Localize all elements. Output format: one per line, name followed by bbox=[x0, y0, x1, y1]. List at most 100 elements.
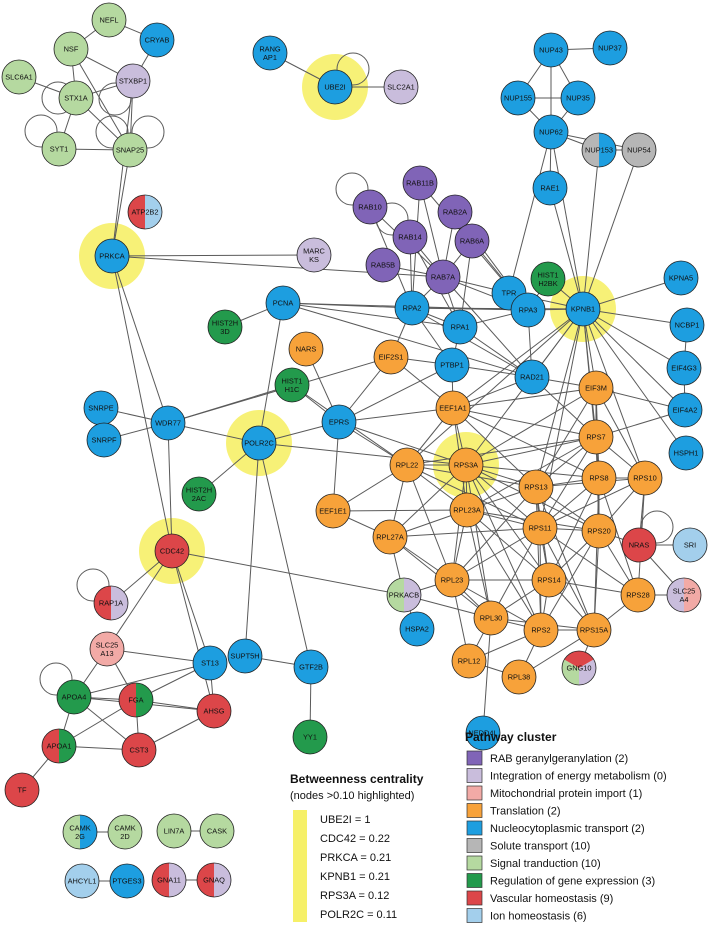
node-label: RPS10 bbox=[633, 474, 656, 483]
legend-label: Solute transport (10) bbox=[490, 841, 590, 853]
node-outline bbox=[581, 132, 617, 168]
edge-polr2c-gtf2b bbox=[258, 442, 312, 668]
edge-eef1a1-rps13 bbox=[452, 407, 537, 488]
edge-kpnb1-eif4a2 bbox=[582, 308, 686, 411]
node-nup43: NUP43 bbox=[533, 32, 569, 68]
node-label: RAB6A bbox=[460, 237, 484, 246]
node-circle bbox=[41, 131, 77, 167]
edge-rab7a-rad21 bbox=[442, 276, 533, 378]
edge-wdr77-cdc42 bbox=[167, 422, 173, 552]
node-circle bbox=[578, 419, 614, 455]
legend-item-vascular: Vascular homeostasis (9) bbox=[466, 890, 613, 906]
node-circle bbox=[293, 649, 329, 685]
node-label: SNRPF bbox=[91, 436, 117, 445]
legend-swatch bbox=[466, 908, 483, 923]
node-label: EEF1A1 bbox=[439, 404, 467, 413]
node-label: NRAS bbox=[629, 541, 650, 550]
legend-item-mito: Mitochondrial protein import (1) bbox=[466, 785, 642, 801]
node-rpl23a: RPL23A bbox=[449, 492, 485, 528]
node-label: NSF bbox=[64, 45, 79, 54]
node-circle bbox=[292, 719, 328, 755]
node-rpa3: RPA3 bbox=[510, 292, 546, 328]
node-lin7a: LIN7A bbox=[156, 813, 192, 849]
edge-eif3m-rps13 bbox=[535, 387, 597, 488]
node-rab14: RAB14 bbox=[392, 219, 428, 255]
node-stxbp1: STXBP1 bbox=[115, 63, 151, 99]
edge-polr2c-supt5h bbox=[244, 442, 260, 657]
edge-rps8-rps28 bbox=[598, 477, 639, 596]
node-circle bbox=[621, 527, 657, 563]
edge-nup54-kpnb1 bbox=[582, 149, 640, 310]
edge-nup62-tpr bbox=[508, 131, 552, 294]
node-circle bbox=[1, 59, 37, 95]
node-circle bbox=[265, 285, 301, 321]
node-segment bbox=[404, 578, 421, 612]
node-hsph1: HSPH1 bbox=[668, 435, 704, 471]
edge-eef1a1-rps7 bbox=[452, 407, 597, 438]
node-circle bbox=[192, 645, 228, 681]
legend-label: Nucleocytoplasmic transport (2) bbox=[490, 823, 645, 835]
node-outline bbox=[41, 728, 77, 764]
node-eif4a2: EIF4A2 bbox=[667, 392, 703, 428]
betweenness-item: POLR2C = 0.11 bbox=[320, 909, 397, 921]
legend-item-signal: Signal tranduction (10) bbox=[466, 855, 601, 871]
node-eef1a1: EEF1A1 bbox=[435, 390, 471, 426]
edge-kpnb1-ncbp1 bbox=[582, 308, 688, 326]
node-label: SYT1 bbox=[50, 145, 68, 154]
node-ahsg: AHSG bbox=[196, 693, 232, 729]
self-loop-apoa4 bbox=[39, 662, 73, 696]
node-label: RAB5B bbox=[371, 261, 395, 270]
node-label: GNG10 bbox=[566, 664, 591, 673]
node-rab10: RAB10 bbox=[352, 189, 388, 225]
node-label: RPL38 bbox=[508, 673, 531, 682]
node-label: RPA2 bbox=[403, 304, 422, 313]
node-nars: NARS bbox=[288, 331, 324, 367]
node-circle bbox=[581, 460, 617, 496]
node-rap1a: RAP1A bbox=[93, 585, 129, 621]
legend-label: RAB geranylgeranylation (2) bbox=[490, 753, 628, 765]
edge-nup153-kpnb1 bbox=[582, 149, 600, 310]
node-circle bbox=[150, 405, 186, 441]
self-loop-rab10 bbox=[335, 172, 369, 206]
node-circle bbox=[434, 347, 470, 383]
node-circle bbox=[154, 533, 190, 569]
edge-rps3a-rps2 bbox=[465, 464, 542, 631]
edge-kpnb1-eef1a1 bbox=[452, 308, 584, 409]
node-circle bbox=[576, 612, 612, 648]
node-circle bbox=[58, 80, 94, 116]
node-segment bbox=[684, 578, 701, 612]
node-rps3a: RPS3A bbox=[448, 447, 484, 483]
edge-eif3m-rps3a bbox=[465, 387, 597, 466]
node-rab11b: RAB11B bbox=[402, 165, 438, 201]
edge-rpa2-rad21 bbox=[411, 307, 533, 378]
node-label: LIN7A bbox=[164, 827, 185, 836]
node-circle bbox=[121, 732, 157, 768]
node-outline bbox=[151, 862, 187, 898]
betweenness-item: CDC42 = 0.22 bbox=[320, 833, 390, 845]
node-circle bbox=[449, 492, 485, 528]
node-outline bbox=[561, 650, 597, 686]
node-segment bbox=[197, 863, 214, 897]
edge-eprs-rps3a bbox=[338, 421, 467, 466]
edge-cdc42-prkacb bbox=[171, 550, 405, 596]
node-snrpe: SNRPE bbox=[83, 390, 119, 426]
node-yy1: YY1 bbox=[292, 719, 328, 755]
node-circle bbox=[94, 238, 130, 274]
node-rps8: RPS8 bbox=[581, 460, 617, 496]
node-label: CRYAB bbox=[145, 36, 170, 45]
node-nup37: NUP37 bbox=[592, 30, 628, 66]
node-label: NUP153 bbox=[585, 146, 613, 155]
node-ube2i: UBE2I bbox=[317, 69, 353, 105]
node-rps7: RPS7 bbox=[578, 419, 614, 455]
node-label: NUP37 bbox=[598, 44, 622, 53]
node-label: ST13 bbox=[201, 659, 219, 668]
node-outline bbox=[93, 585, 129, 621]
node-rad21: RAD21 bbox=[514, 359, 550, 395]
node-label: PTGES3 bbox=[112, 877, 141, 886]
node-circle bbox=[531, 562, 567, 598]
node-nup155: NUP155 bbox=[500, 80, 536, 116]
node-label: RPL12 bbox=[458, 657, 481, 666]
betweenness-panel: Betweenness centrality (nodes >0.10 high… bbox=[290, 772, 424, 922]
